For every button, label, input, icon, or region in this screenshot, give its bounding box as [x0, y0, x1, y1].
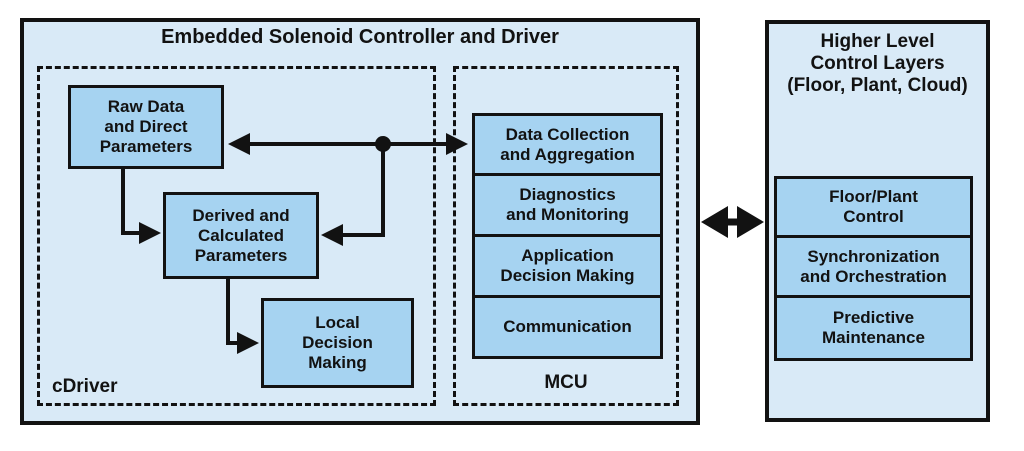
higher-level-title: Higher Level Control Layers (Floor, Plan… — [787, 31, 968, 96]
local-decision-box: Local Decision Making — [261, 298, 414, 388]
cdriver-label: cDriver — [52, 376, 118, 397]
mcu-box-communication: Communication — [472, 295, 663, 359]
hl-box-synchronization: Synchronization and Orchestration — [774, 235, 973, 298]
hl-box-predictive-maintenance: Predictive Maintenance — [774, 295, 973, 361]
embedded-controller-title: Embedded Solenoid Controller and Driver — [161, 26, 559, 48]
higher-level-stack: Floor/Plant Control Synchronization and … — [774, 176, 973, 361]
cdriver-group — [37, 66, 436, 406]
mcu-box-diagnostics: Diagnostics and Monitoring — [472, 173, 663, 237]
mcu-box-application: Application Decision Making — [472, 234, 663, 298]
mcu-group — [453, 66, 679, 406]
mcu-function-stack: Data Collection and Aggregation Diagnost… — [472, 113, 663, 359]
derived-parameters-box: Derived and Calculated Parameters — [163, 192, 319, 279]
mcu-label: MCU — [544, 372, 588, 393]
hl-box-floor-plant-control: Floor/Plant Control — [774, 176, 973, 238]
raw-data-box: Raw Data and Direct Parameters — [68, 85, 224, 169]
mcu-box-data-collection: Data Collection and Aggregation — [472, 113, 663, 176]
arrow-panel-bidirectional — [701, 206, 764, 238]
